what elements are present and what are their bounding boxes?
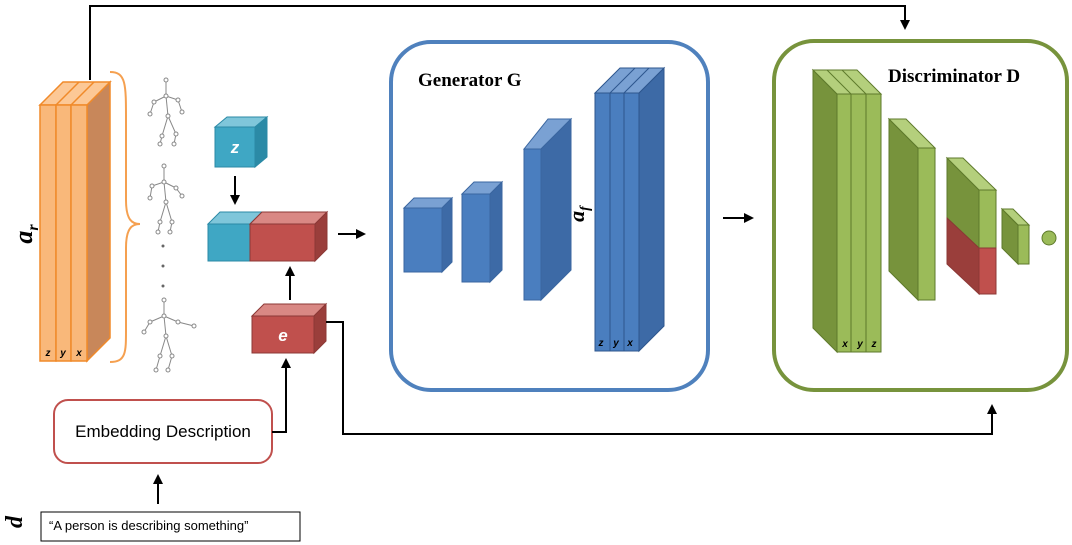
e-label: e: [278, 326, 287, 345]
embedding-e-cube: e: [250, 302, 328, 355]
skeleton-3: [141, 297, 197, 373]
ar-axis-z: z: [45, 348, 51, 359]
ar-axis-y: y: [59, 348, 66, 359]
discriminator-frame: [772, 39, 1069, 392]
svg-text:ar: ar: [9, 224, 42, 244]
af-label: af: [564, 205, 593, 222]
ar-label: ar: [9, 224, 42, 244]
discriminator-output-node: [1041, 230, 1057, 246]
embedding-description-box: Embedding Description: [53, 399, 273, 464]
description-text-box: [40, 511, 301, 542]
generator-frame: [389, 40, 710, 392]
skeleton-figures: [141, 77, 197, 373]
skeleton-2: [147, 163, 185, 235]
discriminator-layer-2: [887, 117, 937, 302]
discriminator-title: Discriminator D: [888, 66, 1020, 87]
discriminator-input-tensor: x y z: [811, 68, 883, 354]
ar-axis-x: x: [75, 348, 82, 359]
embedding-to-e-arrow: [272, 358, 291, 433]
generator-title: Generator G: [418, 70, 522, 91]
d-label: d: [2, 515, 28, 528]
description-text: “A person is describing something”: [49, 518, 248, 533]
disc-axis-z: z: [871, 339, 877, 350]
embedding-to-discriminator-arrow: [326, 321, 997, 435]
disc-axis-x: x: [841, 339, 848, 350]
disc-axis-y: y: [856, 339, 863, 350]
discriminator-layer-4: [1000, 207, 1031, 266]
noise-z-cube: z: [213, 115, 269, 169]
skeleton-1: [147, 77, 185, 147]
generator-layer-3: [522, 117, 573, 302]
real-to-discriminator-arrow: [89, 5, 910, 80]
embedding-description-label: Embedding Description: [75, 422, 251, 441]
generator-layer-2: [460, 180, 504, 284]
discriminator-layer-3: [945, 156, 998, 296]
af-axis-y: y: [612, 338, 619, 349]
z-label: z: [230, 138, 240, 157]
af-axis-x: x: [626, 338, 633, 349]
real-motion-tensor: z y x: [38, 80, 112, 363]
generator-layers: z y x: [402, 66, 666, 353]
concat-block: [206, 210, 329, 263]
af-axis-z: z: [598, 338, 604, 349]
generator-layer-1: [402, 196, 454, 274]
svg-text:af: af: [564, 205, 593, 222]
skeleton-brace: [109, 71, 141, 363]
discriminator-layers: x y z: [811, 68, 1057, 354]
generated-motion-tensor: z y x: [593, 66, 666, 353]
